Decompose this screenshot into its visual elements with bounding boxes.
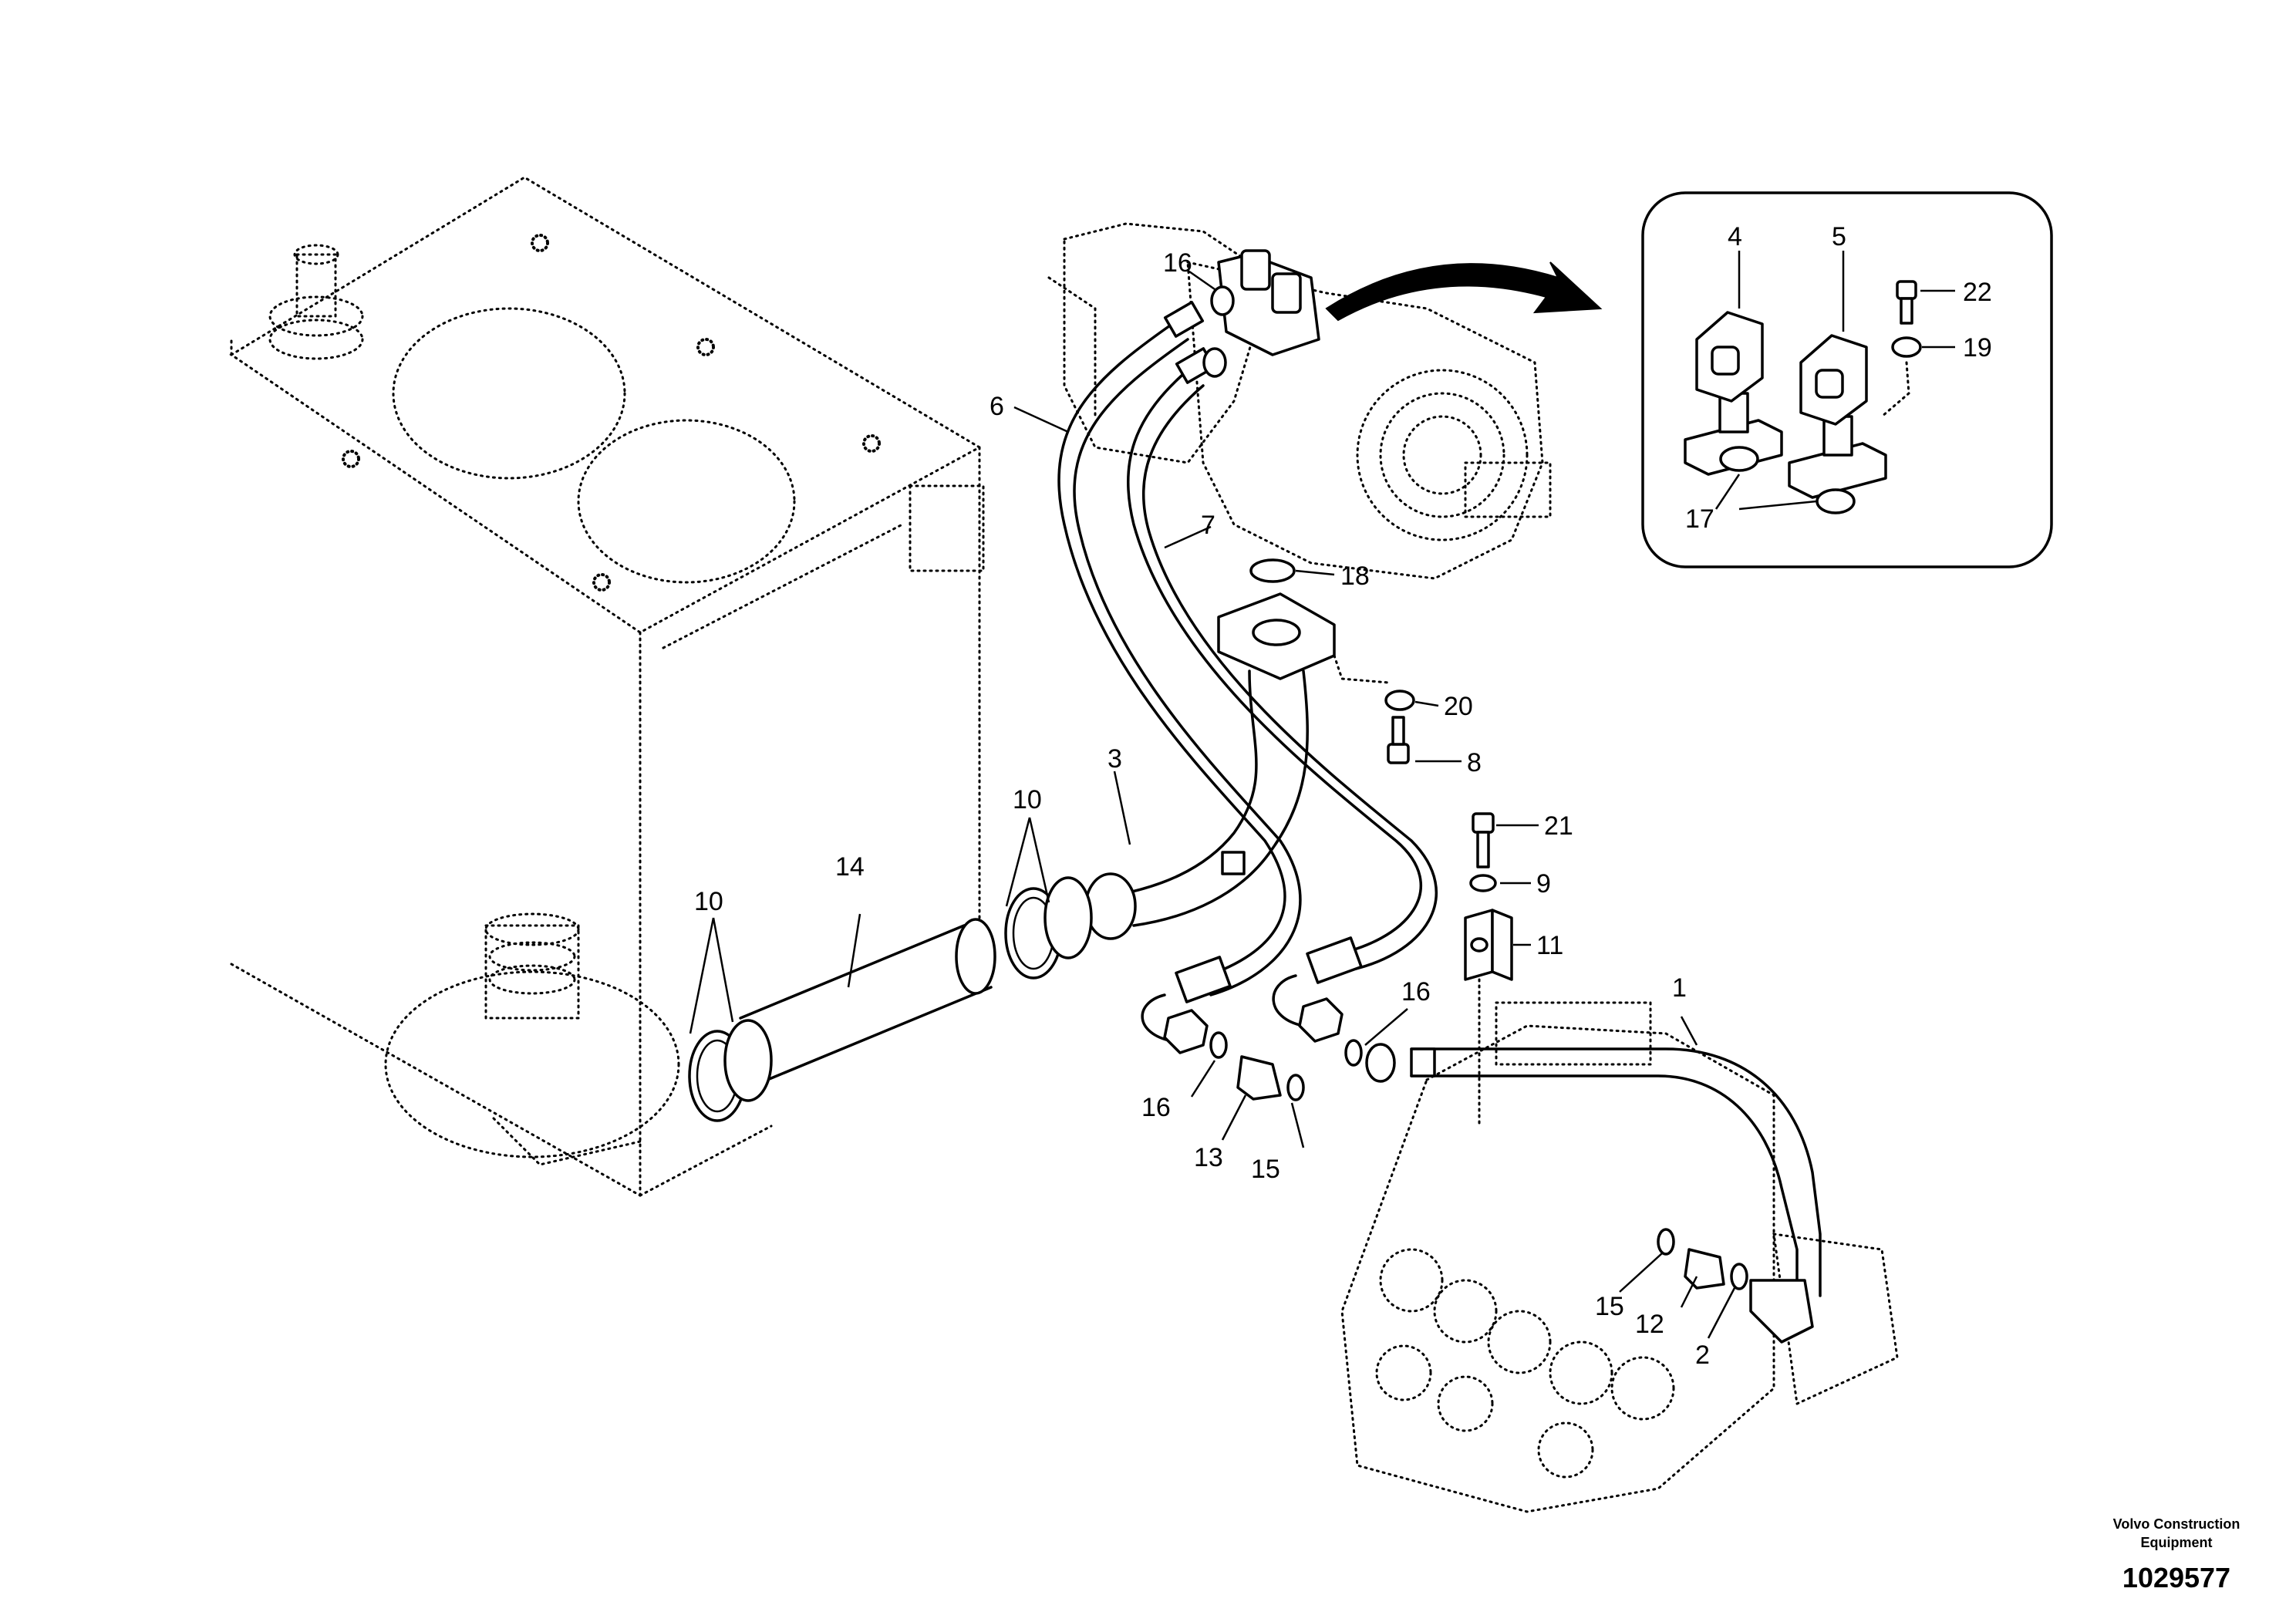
pump-port-fittings [1163, 249, 1320, 384]
hose-fittings-lower [1141, 936, 1363, 1054]
brand-line-2: Equipment [2141, 1535, 2213, 1550]
callout-18: 18 [1340, 561, 1370, 591]
callout-9: 9 [1536, 869, 1551, 899]
hydraulic-tank [229, 176, 985, 1197]
callout-21: 21 [1544, 811, 1573, 841]
callout-labels: 1 2 3 4 5 6 7 8 9 10 10 11 12 13 14 15 1… [694, 222, 1992, 1370]
callout-8: 8 [1467, 748, 1482, 777]
hydraulic-pump [1047, 222, 1552, 580]
callout-3: 3 [1108, 744, 1122, 774]
callout-1: 1 [1672, 973, 1687, 1003]
detail-inset [1641, 191, 2053, 568]
callout-17: 17 [1685, 504, 1714, 534]
callout-20: 20 [1444, 692, 1473, 721]
leader-lines [689, 270, 1737, 1339]
callout-5: 5 [1832, 222, 1846, 251]
callout-10-right: 10 [1013, 785, 1042, 814]
hose-6 [1057, 322, 1302, 996]
callout-16-left: 16 [1141, 1093, 1171, 1122]
elbow-adapter-5 [1788, 251, 1887, 499]
detail-arrow [1325, 261, 1603, 322]
callout-15-right: 15 [1595, 1292, 1624, 1321]
control-valve [1340, 1001, 1899, 1513]
hose-clamps [688, 876, 1093, 1122]
callout-16-top: 16 [1163, 248, 1192, 278]
callout-12: 12 [1635, 1310, 1664, 1339]
callout-2: 2 [1695, 1340, 1710, 1370]
hose-14 [739, 918, 996, 1081]
hose-7 [1126, 369, 1438, 973]
callout-13: 13 [1194, 1143, 1223, 1172]
callout-14: 14 [835, 852, 865, 882]
callout-10-left: 10 [694, 887, 723, 916]
elbow-adapter-4 [1684, 251, 1783, 476]
callout-19: 19 [1963, 333, 1992, 363]
document-number: 1029577 [2122, 1562, 2230, 1593]
brand-line-1: Volvo Construction [2113, 1516, 2240, 1532]
callout-15-left: 15 [1251, 1155, 1280, 1184]
callout-11: 11 [1536, 931, 1563, 960]
footer: Volvo Construction Equipment 1029577 [2113, 1516, 2240, 1593]
callout-7: 7 [1201, 511, 1215, 540]
callout-4: 4 [1728, 222, 1742, 251]
callout-6: 6 [990, 392, 1004, 421]
pipe-1 [1365, 1043, 1822, 1344]
callout-16-right: 16 [1401, 977, 1431, 1007]
suction-flange [1217, 558, 1336, 680]
suction-pipe-3 [1084, 669, 1309, 940]
callout-22: 22 [1963, 278, 1992, 307]
